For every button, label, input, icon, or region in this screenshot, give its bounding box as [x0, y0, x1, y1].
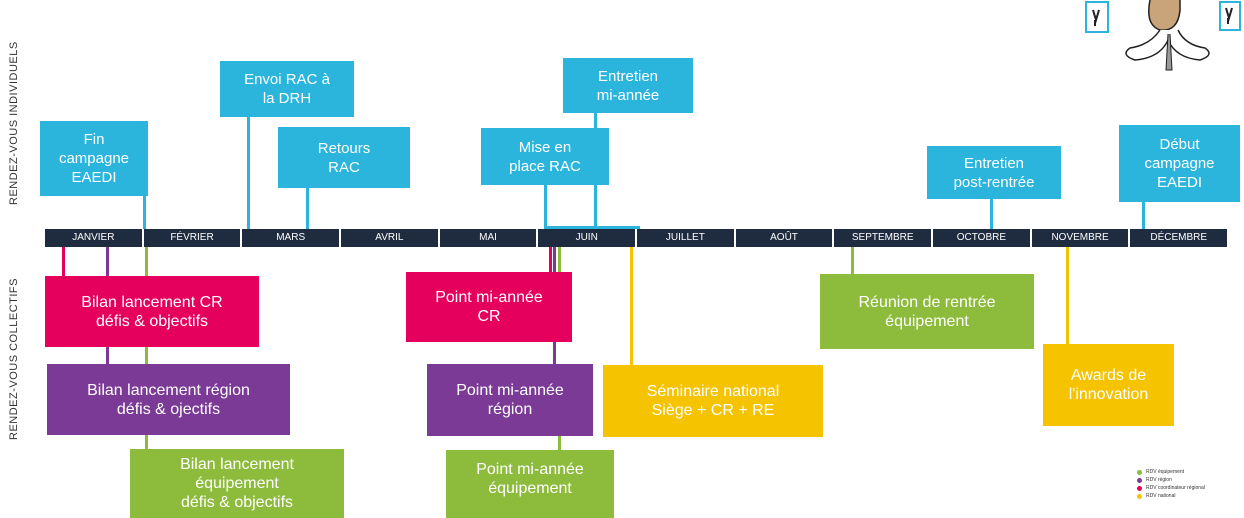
connector-line	[106, 347, 109, 364]
month-timeline: JANVIER FÉVRIER MARS AVRIL MAI JUIN JUIL…	[45, 229, 1227, 247]
connector-line	[145, 347, 148, 364]
envoi-rac-box: Envoi RAC à la DRH	[220, 61, 354, 117]
retours-rac-box: Retours RAC	[278, 127, 410, 188]
connector-line	[306, 188, 309, 229]
legend-item: RDV équipement	[1137, 468, 1205, 476]
connector-line	[549, 247, 552, 272]
connector-line	[1142, 202, 1145, 229]
connector-line	[558, 436, 561, 450]
bilan-lancement-equipement-box: Bilan lancement équipement défis & objec…	[130, 449, 344, 518]
legend-label: RDV coordinateur régional	[1146, 485, 1205, 491]
legend-item: RDV national	[1137, 492, 1205, 500]
legend-item: RDV coordinateur régional	[1137, 484, 1205, 492]
connector-line	[145, 247, 148, 276]
month-label: MARS	[242, 229, 342, 247]
connector-line	[106, 247, 109, 276]
point-mi-annee-equipement-box: Point mi-année équipement	[446, 450, 614, 518]
point-mi-annee-region-box: Point mi-année région	[427, 364, 593, 436]
connector-line	[143, 196, 146, 229]
mise-en-place-rac-box: Mise en place RAC	[481, 128, 609, 185]
month-label: AOÛT	[736, 229, 835, 247]
connector-line	[558, 247, 561, 272]
connector-line	[1066, 247, 1069, 344]
month-label: AVRIL	[341, 229, 440, 247]
seminaire-national-box: Séminaire national Siège + CR + RE	[603, 365, 823, 437]
month-label: OCTOBRE	[933, 229, 1032, 247]
month-label: NOVEMBRE	[1032, 229, 1131, 247]
cartoon-character-illustration	[1085, 0, 1241, 71]
individual-side-label: RENDEZ-VOUS INDIVIDUELS	[8, 41, 20, 205]
connector-line	[544, 226, 639, 229]
legend-label: RDV région	[1146, 477, 1172, 483]
point-mi-annee-cr-box: Point mi-année CR	[406, 272, 572, 342]
month-label: JUIN	[538, 229, 638, 247]
connector-line	[544, 185, 547, 229]
month-label: JANVIER	[45, 229, 144, 247]
month-label: SEPTEMBRE	[834, 229, 934, 247]
bilan-lancement-cr-box: Bilan lancement CR défis & objectifs	[45, 276, 259, 347]
legend-label: RDV équipement	[1146, 469, 1185, 475]
fin-campagne-box: Fin campagne EAEDI	[40, 121, 148, 196]
connector-line	[62, 247, 65, 276]
month-label: FÉVRIER	[144, 229, 243, 247]
entretien-post-rentree-box: Entretien post-rentrée	[927, 146, 1061, 199]
legend: RDV équipement RDV région RDV coordinate…	[1137, 468, 1205, 500]
month-label: JUILLET	[637, 229, 736, 247]
awards-innovation-box: Awards de l'innovation	[1043, 344, 1174, 426]
bilan-lancement-region-box: Bilan lancement région défis & ojectifs	[47, 364, 290, 435]
connector-line	[630, 247, 633, 365]
connector-line	[990, 199, 993, 229]
legend-item: RDV région	[1137, 476, 1205, 484]
month-label: MAI	[440, 229, 539, 247]
reunion-rentree-box: Réunion de rentrée équipement	[820, 274, 1034, 349]
legend-label: RDV national	[1146, 493, 1176, 499]
connector-line	[851, 247, 854, 274]
month-label: DÉCEMBRE	[1150, 232, 1208, 243]
collective-side-label: RENDEZ-VOUS COLLECTIFS	[8, 278, 20, 440]
connector-line	[247, 117, 250, 229]
connector-line	[145, 435, 148, 449]
debut-campagne-box: Début campagne EAEDI	[1119, 125, 1240, 202]
entretien-mi-annee-box: Entretien mi-année	[563, 58, 693, 113]
